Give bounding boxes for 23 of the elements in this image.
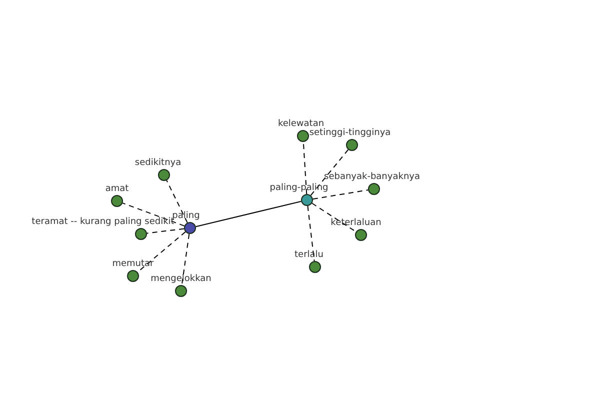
dashed-connector xyxy=(310,149,349,196)
node-label: sedikitnya xyxy=(134,158,182,169)
node-label: mengelokkan xyxy=(150,274,212,285)
dashed-connector xyxy=(312,189,369,200)
dashed-connector xyxy=(137,231,186,273)
node-label: sebanyak-banyaknya xyxy=(324,172,420,183)
node-label: terlalu xyxy=(294,250,324,261)
dashed-connector xyxy=(312,202,356,232)
dashed-connector xyxy=(307,205,315,262)
node-label: paling xyxy=(172,211,200,221)
dashed-connector xyxy=(181,233,190,286)
dashed-connector xyxy=(166,180,188,224)
node-label: paling-paling xyxy=(270,183,328,194)
dashed-connector xyxy=(122,202,185,226)
node-label: amat xyxy=(105,184,129,195)
dashed-connector xyxy=(302,142,308,194)
node-label: setinggi-tingginya xyxy=(309,128,391,139)
dashed-connector xyxy=(146,228,185,234)
connector xyxy=(195,200,302,228)
node-label: teramat -- kurang paling sedikit xyxy=(32,217,174,228)
node-label: kelewatan xyxy=(278,119,324,129)
node-label: keterlaluan xyxy=(330,218,382,229)
node-label: memutar xyxy=(112,259,154,270)
